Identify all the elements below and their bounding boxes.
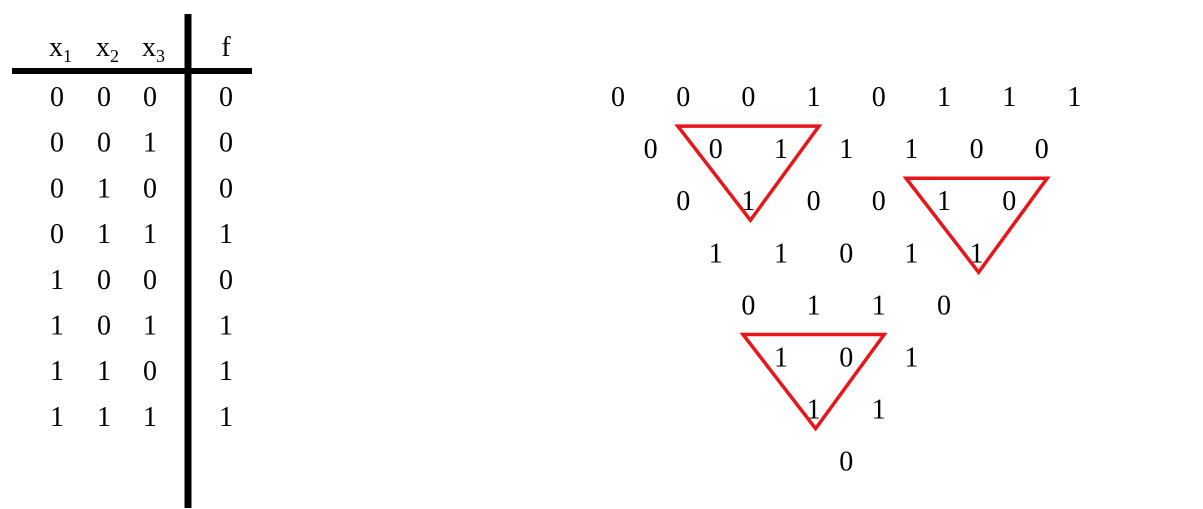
triangle-value: 0 <box>741 290 755 321</box>
triangle-value: 0 <box>937 290 951 321</box>
triangle-value: 1 <box>1067 82 1081 113</box>
triangle-value: 0 <box>741 82 755 113</box>
input-cell: 1 <box>50 265 64 296</box>
output-cell: 1 <box>219 219 233 250</box>
triangle-value: 1 <box>807 82 821 113</box>
triangle-row: 0 1 1 0 <box>741 290 951 321</box>
table-row: 1 1 0 1 <box>50 356 233 387</box>
triangle-value: 1 <box>970 238 984 269</box>
triangle-value: 0 <box>676 186 690 217</box>
input-cell: 0 <box>143 356 157 387</box>
output-cell: 0 <box>219 128 233 159</box>
table-row: 0 1 1 1 <box>50 219 233 250</box>
header-x3: x3 <box>142 32 165 66</box>
triangle-value: 1 <box>709 238 723 269</box>
input-cell: 0 <box>97 311 111 342</box>
triangle-value: 0 <box>644 134 658 165</box>
input-cell: 1 <box>97 356 111 387</box>
triangle-value: 1 <box>872 290 886 321</box>
header-x2: x2 <box>96 32 119 66</box>
triangle-value: 0 <box>872 82 886 113</box>
input-cell: 0 <box>97 265 111 296</box>
triangle-value: 1 <box>774 238 788 269</box>
triangle-value: 0 <box>807 186 821 217</box>
triangle-row: 1 1 0 1 1 <box>709 238 984 269</box>
triangle-value: 0 <box>676 82 690 113</box>
triangle-value: 0 <box>1002 186 1016 217</box>
input-cell: 0 <box>143 82 157 113</box>
input-cell: 1 <box>97 402 111 433</box>
table-row: 1 0 0 0 <box>50 265 233 296</box>
triangle-value: 1 <box>741 186 755 217</box>
triangle-value: 0 <box>611 82 625 113</box>
triangle-value: 1 <box>904 134 918 165</box>
input-cell: 0 <box>97 128 111 159</box>
input-cell: 0 <box>97 82 111 113</box>
triangle-row: 0 1 0 0 1 0 <box>676 186 1016 217</box>
triangle-value: 0 <box>839 447 853 478</box>
triangle-value: 1 <box>937 186 951 217</box>
highlight-triangle <box>739 332 888 432</box>
triangle-value: 0 <box>872 186 886 217</box>
triangle-row: 0 <box>839 447 853 478</box>
table-row: 0 0 1 0 <box>50 128 233 159</box>
triangle-value: 1 <box>1002 82 1016 113</box>
triangle-value: 1 <box>807 290 821 321</box>
triangle-row: 0 0 1 1 1 0 0 <box>644 134 1049 165</box>
triangle-value: 1 <box>774 343 788 374</box>
triangle-value: 1 <box>937 82 951 113</box>
triangle-value: 0 <box>1035 134 1049 165</box>
input-cell: 1 <box>50 356 64 387</box>
triangle-row: 1 0 1 <box>774 343 918 374</box>
input-cell: 0 <box>50 173 64 204</box>
triangle-value: 1 <box>872 395 886 426</box>
output-cell: 1 <box>219 356 233 387</box>
truth-table: x1 x2 x3 f 0 0 0 0 0 0 1 0 0 1 0 0 0 1 1 1 1 0 0 0 1 0 1 1 1 1 0 1 1 1 1 1 <box>12 14 252 508</box>
table-row: 1 1 1 1 <box>50 402 233 433</box>
triangle-value: 1 <box>904 238 918 269</box>
input-cell: 1 <box>50 402 64 433</box>
output-cell: 0 <box>219 173 233 204</box>
output-cell: 0 <box>219 265 233 296</box>
header-x1: x1 <box>49 32 72 66</box>
header-f: f <box>221 32 231 63</box>
triangle-value: 1 <box>807 395 821 426</box>
triangle-value: 0 <box>970 134 984 165</box>
triangle-value: 1 <box>904 343 918 374</box>
output-cell: 1 <box>219 402 233 433</box>
output-cell: 1 <box>219 311 233 342</box>
triangle-value: 0 <box>839 343 853 374</box>
table-row: 0 1 0 0 <box>50 173 233 204</box>
triangle-value: 1 <box>839 134 853 165</box>
triangle-value: 1 <box>774 134 788 165</box>
input-cell: 1 <box>143 219 157 250</box>
input-cell: 1 <box>97 173 111 204</box>
input-cell: 0 <box>143 173 157 204</box>
input-cell: 1 <box>143 128 157 159</box>
input-cell: 1 <box>143 311 157 342</box>
highlight-triangle <box>674 124 823 224</box>
input-cell: 0 <box>50 219 64 250</box>
input-cell: 1 <box>143 402 157 433</box>
triangle-row: 0 0 0 1 0 1 1 1 <box>611 82 1081 113</box>
table-row: 0 0 0 0 <box>50 82 233 113</box>
table-row: 1 0 1 1 <box>50 311 233 342</box>
output-cell: 0 <box>219 82 233 113</box>
highlight-triangles <box>674 124 1051 432</box>
triangle-value: 0 <box>839 238 853 269</box>
input-cell: 0 <box>50 128 64 159</box>
triangle-value: 0 <box>709 134 723 165</box>
input-cell: 1 <box>50 311 64 342</box>
highlight-triangle <box>902 176 1051 276</box>
input-cell: 0 <box>50 82 64 113</box>
input-cell: 1 <box>97 219 111 250</box>
input-cell: 0 <box>143 265 157 296</box>
